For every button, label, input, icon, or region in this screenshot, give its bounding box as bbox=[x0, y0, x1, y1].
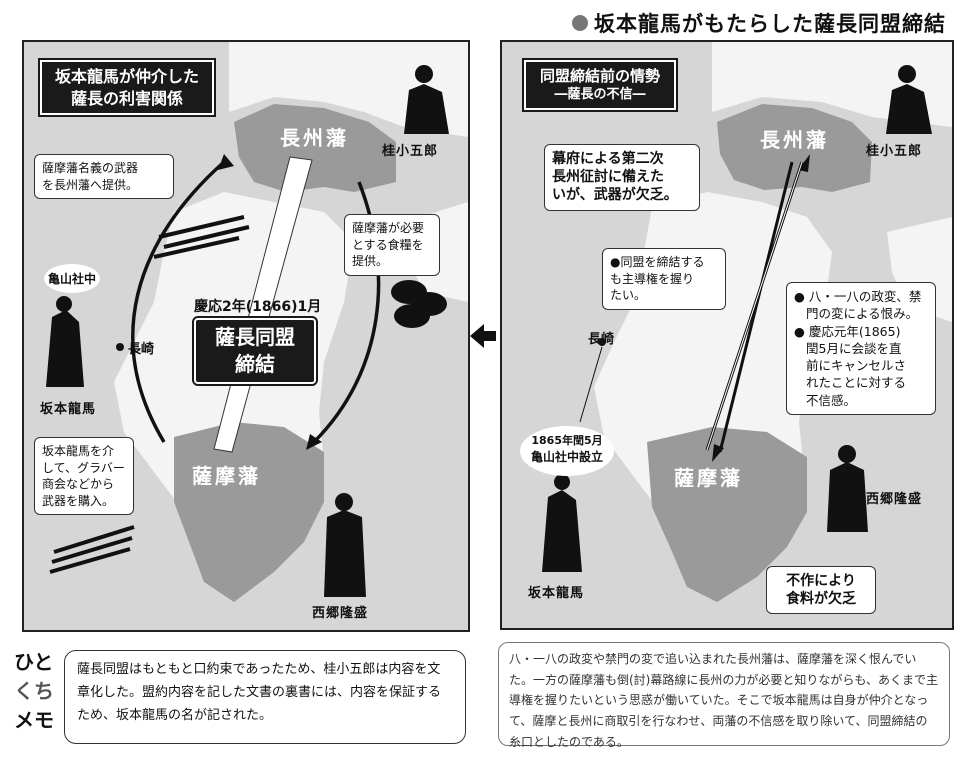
left-katsura-label: 桂小五郎 bbox=[382, 144, 439, 159]
satsuma-region bbox=[174, 422, 324, 602]
left-map-panel: 坂本龍馬が仲介した 薩長の利害関係 長州藩 薩摩藩 薩摩藩名義の武器 を長州藩へ… bbox=[22, 40, 470, 632]
right-saigo-label: 西郷隆盛 bbox=[866, 492, 923, 507]
right-choshu-label: 長州藩 bbox=[760, 128, 829, 152]
arrow-left-icon bbox=[470, 324, 496, 348]
left-choshu-label: 長州藩 bbox=[280, 126, 349, 150]
weapons-arrow bbox=[131, 160, 226, 443]
right-kameyama-badge: 1865年閏5月 亀山社中設立 bbox=[520, 426, 614, 476]
explanation-text: 八・一八の政変や禁門の変で追い込まれた長州藩は、薩摩藩を深く恨んでいた。一方の薩… bbox=[498, 642, 950, 749]
right-heading: 同盟締結前の情勢 ―薩長の不信― bbox=[522, 58, 678, 112]
rice-bale-icon bbox=[391, 280, 447, 328]
satsuma-region-right bbox=[647, 427, 807, 602]
right-map-panel: 同盟締結前の情勢 ―薩長の不信― 長州藩 薩摩藩 幕府による第二次 長州征討に備… bbox=[500, 40, 954, 630]
alliance-date: 慶応2年(1866)1月 bbox=[194, 299, 322, 315]
alliance-label: 薩長同盟 締結 bbox=[192, 316, 318, 386]
memo-tag: ひと くち メモ bbox=[14, 650, 54, 732]
saigo-silhouette-icon bbox=[827, 445, 868, 532]
right-satsuma-label: 薩摩藩 bbox=[674, 466, 743, 490]
rifle-icon bbox=[49, 215, 250, 574]
left-bubble-weapons: 薩摩藩名義の武器 を長州藩へ提供。 bbox=[34, 154, 174, 200]
left-satsuma-label: 薩摩藩 bbox=[192, 464, 261, 488]
left-heading: 坂本龍馬が仲介した 薩長の利害関係 bbox=[38, 57, 216, 118]
choshu-region-right bbox=[717, 104, 872, 192]
left-saigo-label: 西郷隆盛 bbox=[312, 606, 369, 621]
bullet-icon bbox=[572, 15, 588, 31]
memo-text: 薩長同盟はもともと口約束であったため、桂小五郎は内容を文章化した。盟約内容を記し… bbox=[64, 650, 466, 744]
left-bubble-buy: 坂本龍馬を介 して、グラバー 商会などから 武器を購入。 bbox=[34, 437, 134, 516]
page-title: 坂本龍馬がもたらした薩長同盟締結 bbox=[572, 8, 946, 38]
saigo-silhouette-icon bbox=[324, 493, 366, 597]
left-nagasaki-label: 長崎 bbox=[128, 342, 155, 357]
right-bubble-satsuma: ● 八・一八の政変、禁 門の変による恨み。 ● 慶応元年(1865) 閏5月に会… bbox=[786, 282, 936, 415]
memo-section: ひと くち メモ 薩長同盟はもともと口約束であったため、桂小五郎は内容を文章化し… bbox=[14, 644, 470, 750]
choshu-region bbox=[234, 104, 396, 192]
right-bubble-bakufu: 幕府による第二次 長州征討に備えた いが、武器が欠乏。 bbox=[544, 144, 700, 211]
right-bubble-food: 不作により 食料が欠乏 bbox=[766, 566, 876, 615]
right-nagasaki-label: 長崎 bbox=[588, 332, 615, 347]
right-katsura-label: 桂小五郎 bbox=[866, 144, 923, 159]
kameyama-label: 亀山社中 bbox=[44, 264, 101, 293]
left-sakamoto-label: 坂本龍馬 bbox=[40, 402, 97, 417]
katsura-silhouette-icon bbox=[404, 65, 449, 134]
left-bubble-food: 薩摩藩が必要 とする食糧を 提供。 bbox=[344, 214, 440, 276]
right-sakamoto-label: 坂本龍馬 bbox=[528, 586, 585, 601]
katsura-silhouette-icon bbox=[886, 65, 932, 134]
sakamoto-silhouette-icon bbox=[46, 296, 84, 387]
sakamoto-silhouette-icon bbox=[542, 474, 582, 572]
right-bubble-choshu: ●同盟を締結する も主導権を握り たい。 bbox=[602, 248, 726, 310]
